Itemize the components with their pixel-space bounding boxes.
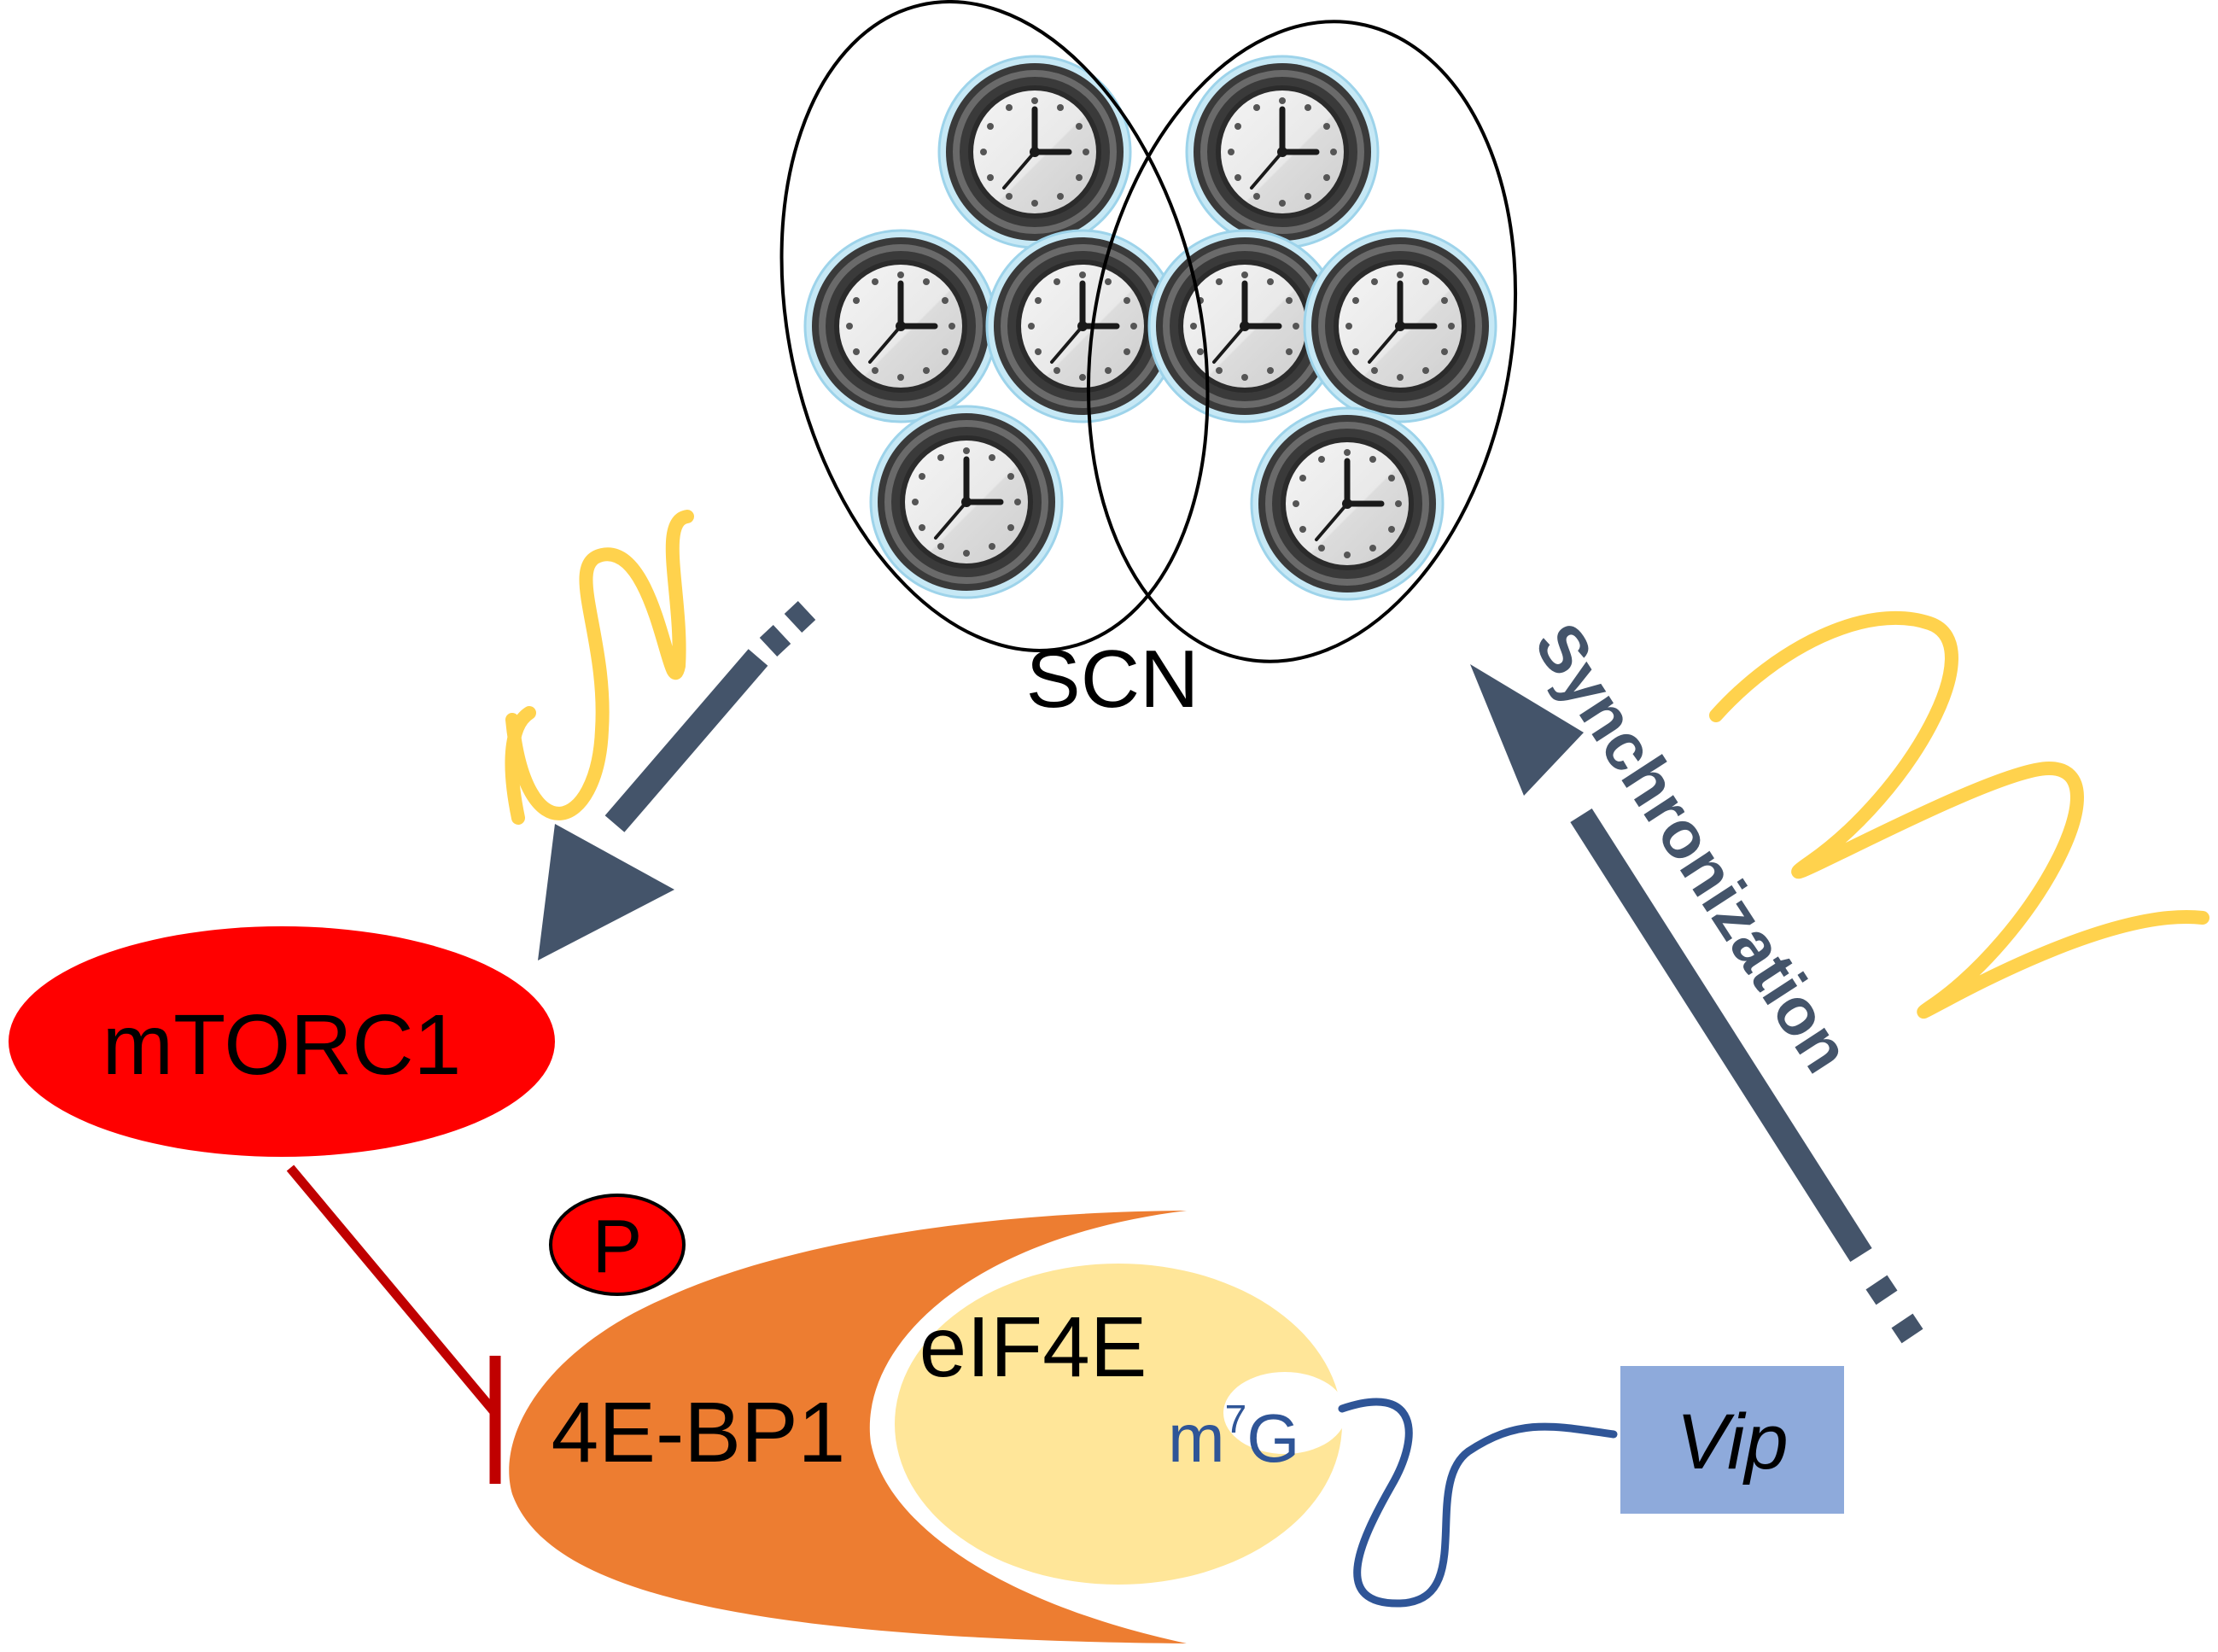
- eif4e-label: eIF4E: [919, 1299, 1147, 1395]
- high-amplitude-rhythm-wave: [1709, 610, 2209, 1019]
- mtorc1-node: [9, 926, 555, 1157]
- clock-icon: [805, 231, 996, 422]
- clock-icon: [1187, 56, 1378, 248]
- clock-icon: [1305, 231, 1496, 422]
- 4e-bp1-node: [509, 1211, 1187, 1643]
- phosphorylation-badge: [549, 1194, 686, 1296]
- scn-clock-cluster: [805, 56, 1496, 599]
- inhibition-line: [286, 1165, 499, 1416]
- scn-left-lobe: [779, 0, 1210, 652]
- low-amplitude-rhythm-wave-tail: [505, 706, 536, 825]
- clock-icon: [871, 406, 1062, 598]
- cap-binding-pocket: [1223, 1372, 1346, 1454]
- vip-to-scn-synchronization-arrow: [1470, 664, 1923, 1344]
- clock-icon: [1252, 408, 1443, 599]
- scn-right-lobe: [1086, 20, 1518, 663]
- eif4e-node: [895, 1264, 1342, 1585]
- mtorc1-label: mTORC1: [102, 997, 461, 1093]
- low-amplitude-rhythm-wave: [505, 510, 694, 820]
- vip-label: Vip: [1676, 1398, 1788, 1486]
- scn-to-mtorc1-arrow: [538, 601, 816, 960]
- scn-label: SCN: [1026, 633, 1199, 725]
- vip-mrna-strand: [1338, 1398, 1618, 1608]
- m7g-cap-label: m7G: [1168, 1397, 1299, 1476]
- phosphorylation-label: P: [592, 1204, 643, 1288]
- vip-gene-box: [1620, 1366, 1844, 1514]
- 4e-bp1-label: 4E-BP1: [552, 1385, 846, 1480]
